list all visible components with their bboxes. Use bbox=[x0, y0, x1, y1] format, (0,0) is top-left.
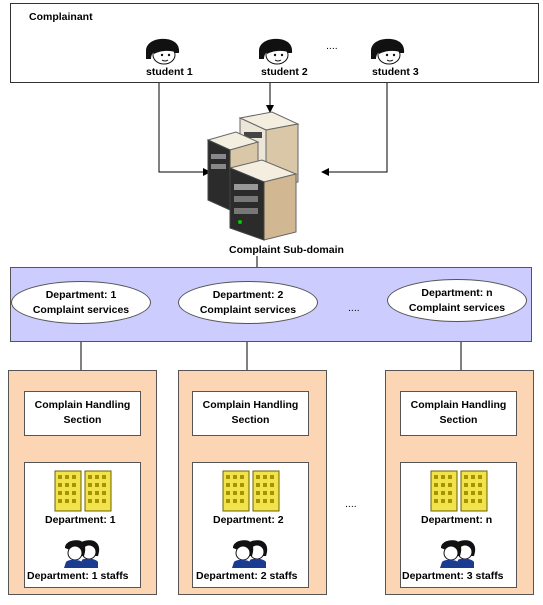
arrow-student3-server bbox=[321, 83, 388, 176]
staff-label-1: Department: 1 staffs bbox=[27, 570, 129, 582]
dept-service-desc: Complaint services bbox=[408, 302, 506, 314]
dept-service-name: Department: 1 bbox=[45, 289, 117, 301]
dept-service-ellipsis: .... bbox=[348, 302, 360, 314]
dept-service-name: Department: n bbox=[421, 287, 493, 299]
building-icon bbox=[430, 470, 488, 512]
student-icon bbox=[259, 38, 293, 65]
department-label-n: Department: n bbox=[421, 514, 493, 526]
section-label: Complain Handling bbox=[202, 399, 299, 411]
student-label-2: student 2 bbox=[261, 66, 308, 78]
student-icon bbox=[146, 38, 180, 65]
department-label-1: Department: 1 bbox=[45, 514, 116, 526]
building-icon bbox=[222, 470, 280, 512]
section-label: Section bbox=[439, 414, 478, 426]
dept-service-desc: Complaint services bbox=[199, 304, 297, 316]
staff-icon bbox=[64, 540, 100, 568]
server-label: Complaint Sub-domain bbox=[229, 244, 344, 256]
complain-handling-section-n[interactable]: Complain Handling Section bbox=[400, 391, 517, 436]
complainant-title: Complainant bbox=[29, 11, 93, 23]
dept-service-ellipse-1[interactable]: Department: 1 Complaint services bbox=[11, 281, 151, 324]
complain-handling-section-2[interactable]: Complain Handling Section bbox=[192, 391, 309, 436]
section-label: Section bbox=[231, 414, 270, 426]
staff-icon bbox=[232, 540, 268, 568]
dept-service-ellipse-n[interactable]: Department: n Complaint services bbox=[387, 279, 527, 322]
staff-icon bbox=[440, 540, 476, 568]
students-ellipsis: .... bbox=[326, 40, 338, 52]
building-icon bbox=[54, 470, 112, 512]
staff-label-n: Department: 3 staffs bbox=[402, 570, 504, 582]
dept-service-name: Department: 2 bbox=[212, 289, 284, 301]
department-label-2: Department: 2 bbox=[213, 514, 284, 526]
student-label-1: student 1 bbox=[146, 66, 193, 78]
columns-ellipsis: .... bbox=[345, 498, 357, 510]
arrow-student1-server bbox=[158, 83, 211, 176]
staff-label-2: Department: 2 staffs bbox=[196, 570, 298, 582]
dept-service-ellipse-2[interactable]: Department: 2 Complaint services bbox=[178, 281, 318, 324]
dept-service-desc: Complaint services bbox=[32, 304, 130, 316]
section-label: Complain Handling bbox=[410, 399, 507, 411]
student-icon bbox=[371, 38, 405, 65]
complain-handling-section-1[interactable]: Complain Handling Section bbox=[24, 391, 141, 436]
server-cluster-icon bbox=[206, 111, 300, 241]
student-label-3: student 3 bbox=[372, 66, 419, 78]
section-label: Section bbox=[63, 414, 102, 426]
section-label: Complain Handling bbox=[34, 399, 131, 411]
